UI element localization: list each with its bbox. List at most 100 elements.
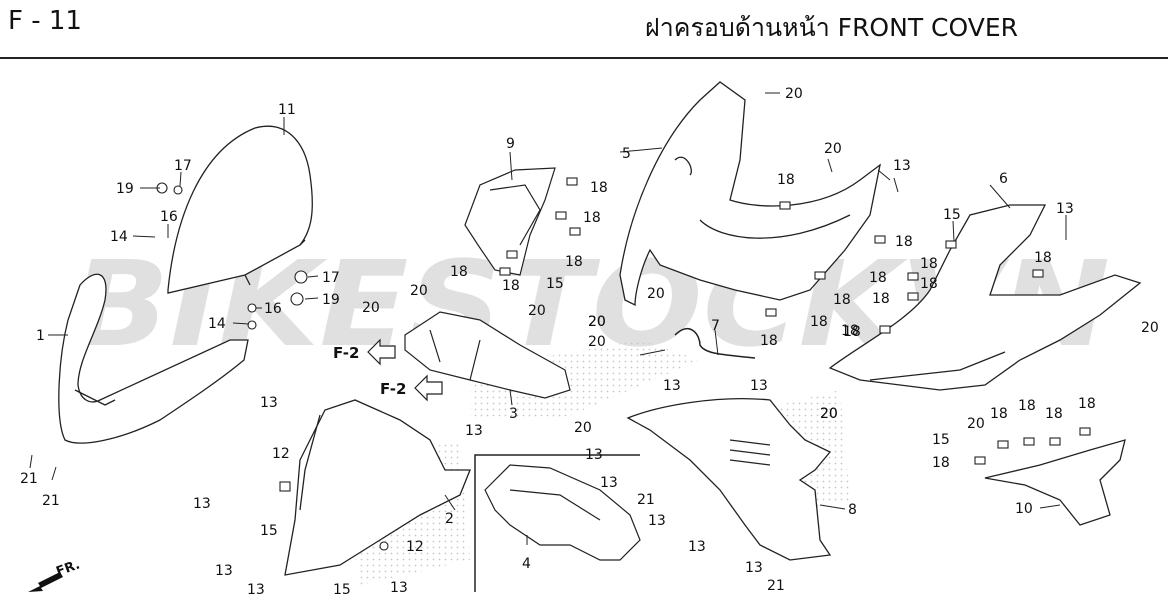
callout-18: 18	[450, 264, 468, 280]
callouts: 11 17 19 16 14 17 19 14 16 1 21 21 9 18 …	[20, 86, 1159, 598]
page-code: F - 11	[8, 6, 82, 36]
callout-20: 20	[824, 141, 842, 157]
callout-3: 3	[509, 406, 518, 422]
callout-21: 21	[42, 493, 60, 509]
part-3-inner-bracket	[404, 311, 571, 399]
callout-9: 9	[506, 136, 515, 152]
callout-14: 14	[208, 316, 226, 332]
callout-13: 13	[390, 580, 408, 596]
part-9-bracket	[464, 167, 556, 276]
callout-16: 16	[264, 301, 282, 317]
front-label: FR.	[54, 557, 82, 579]
callout-16: 16	[160, 209, 178, 225]
f2-arrow-bottom: F-2	[380, 374, 443, 402]
callout-12: 12	[406, 539, 424, 555]
callout-15: 15	[943, 207, 961, 223]
callout-20: 20	[785, 86, 803, 102]
callout-1: 1	[36, 328, 45, 344]
callout-18: 18	[565, 254, 583, 270]
callout-20: 20	[967, 416, 985, 432]
callout-15: 15	[932, 432, 950, 448]
callout-13: 13	[648, 513, 666, 529]
callout-13: 13	[1056, 201, 1074, 217]
callout-13: 13	[600, 475, 618, 491]
callout-18: 18	[1078, 396, 1096, 412]
callout-20: 20	[647, 286, 665, 302]
callout-11: 11	[278, 102, 296, 118]
callout-18: 18	[1034, 250, 1052, 266]
callout-21: 21	[767, 578, 785, 594]
inset-frame	[474, 454, 640, 592]
callout-18: 18	[502, 278, 520, 294]
callout-13: 13	[465, 423, 483, 439]
callout-20: 20	[528, 303, 546, 319]
part-1-lower-cover	[58, 273, 249, 444]
callout-13: 13	[585, 447, 603, 463]
callout-8: 8	[848, 502, 857, 518]
callout-13: 13	[260, 395, 278, 411]
part-5-center-cover	[619, 81, 881, 307]
callout-13: 13	[745, 560, 763, 576]
callout-20: 20	[362, 300, 380, 316]
hardware	[156, 177, 1091, 551]
callout-18: 18	[1018, 398, 1036, 414]
callout-6: 6	[999, 171, 1008, 187]
callout-18: 18	[590, 180, 608, 196]
callout-19: 19	[322, 292, 340, 308]
f2-ref-bottom: F-2	[380, 380, 406, 398]
callout-18: 18	[920, 256, 938, 272]
front-direction-indicator: FR.	[28, 557, 82, 592]
callout-18: 18	[932, 455, 950, 471]
callout-20: 20	[820, 406, 838, 422]
callout-21: 21	[20, 471, 38, 487]
callout-20: 20	[410, 283, 428, 299]
callout-15: 15	[546, 276, 564, 292]
callout-10: 10	[1015, 501, 1033, 517]
callout-17: 17	[174, 158, 192, 174]
callout-15: 15	[260, 523, 278, 539]
part-4-inset-part	[484, 464, 641, 561]
callout-18: 18	[810, 314, 828, 330]
page-header: F - 11 ฝาครอบด้านหน้า FRONT COVER	[0, 0, 1168, 59]
callout-18: 18	[1045, 406, 1063, 422]
callout-4: 4	[522, 556, 531, 572]
callout-20: 20	[588, 314, 606, 330]
callout-21: 21	[637, 492, 655, 508]
callout-20: 20	[820, 406, 838, 422]
callout-2: 2	[445, 511, 454, 527]
callout-13: 13	[215, 563, 233, 579]
leader-lines	[29, 92, 1067, 545]
part-8-under-cover	[626, 398, 832, 561]
part-11-windscreen	[167, 125, 313, 294]
callout-13: 13	[688, 539, 706, 555]
callout-18: 18	[583, 210, 601, 226]
callout-18: 18	[990, 406, 1008, 422]
callout-20: 20	[1141, 320, 1159, 336]
front-arrow-icon	[28, 572, 63, 592]
callout-13: 13	[247, 582, 265, 598]
callout-18: 18	[920, 276, 938, 292]
part-7-wire	[674, 328, 756, 359]
callout-20: 20	[574, 420, 592, 436]
f2-ref-top: F-2	[333, 344, 359, 362]
callout-18: 18	[872, 291, 890, 307]
part-6-side-cover	[828, 204, 1142, 391]
callout-13: 13	[750, 378, 768, 394]
callout-14: 14	[110, 229, 128, 245]
callout-18: 18	[869, 270, 887, 286]
callout-18: 18	[841, 323, 859, 339]
callout-13: 13	[893, 158, 911, 174]
callout-18: 18	[833, 292, 851, 308]
callout-13: 13	[663, 378, 681, 394]
part-2-inner-cover	[284, 399, 471, 576]
f2-arrow-top: F-2	[333, 338, 396, 366]
callout-7: 7	[711, 318, 720, 334]
header-rule	[0, 57, 1168, 59]
page-title: ฝาครอบด้านหน้า FRONT COVER	[645, 13, 1018, 42]
callout-20: 20	[588, 334, 606, 350]
callout-18: 18	[760, 333, 778, 349]
callout-17: 17	[322, 270, 340, 286]
callout-18: 18	[777, 172, 795, 188]
callout-15: 15	[333, 582, 351, 598]
